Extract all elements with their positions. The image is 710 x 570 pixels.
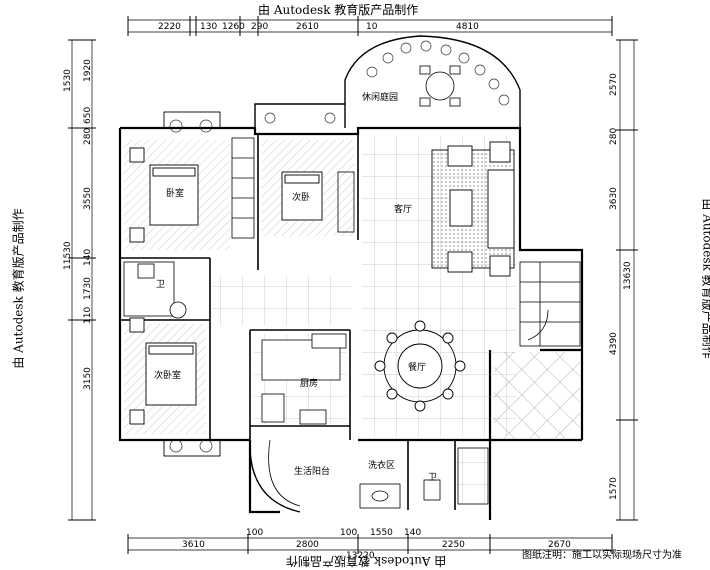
watermark-bottom: 由 Autodesk 教育版产品制作 [286, 554, 447, 568]
dim-left-3: 3550 [83, 187, 93, 210]
dim-bottom-8: 140 [404, 528, 421, 538]
stair-landing [494, 352, 580, 438]
room-label-leisure-garden: 休闲庭园 [362, 91, 398, 103]
dim-right-4: 4390 [609, 332, 619, 355]
garden-table [419, 65, 461, 107]
watermark-top: 由 Autodesk 教育版产品制作 [258, 3, 419, 17]
room-label-living: 客厅 [394, 203, 412, 215]
room-label-laundry: 洗衣区 [368, 459, 395, 471]
stair [519, 261, 581, 347]
dim-right-3: 3630 [609, 187, 619, 210]
room-label-bath2: 卫 [428, 473, 437, 483]
dim-right-2: 280 [609, 128, 619, 145]
dining-table [374, 320, 466, 412]
dim-top-1: 2220 [158, 22, 181, 32]
room-label-living-balcony: 生活阳台 [294, 465, 330, 477]
room-label-dining: 餐厅 [408, 361, 426, 373]
dim-left-1: 650 [83, 107, 93, 124]
sofa-set [431, 141, 515, 277]
beds [129, 147, 323, 425]
dim-left-outer-2: 11530 [63, 241, 73, 270]
dim-bottom-4: 2670 [548, 540, 571, 550]
dim-left-outer-1: 1530 [63, 69, 73, 92]
dim-bottom-3: 2250 [442, 540, 465, 550]
window-bays [163, 111, 221, 457]
dim-left-5: 1730 [83, 277, 93, 300]
dim-top-5: 2610 [296, 22, 319, 32]
dim-top-3: 1260 [222, 22, 245, 32]
dim-bottom-6: 100 [340, 528, 357, 538]
dim-top-4: 290 [251, 22, 268, 32]
room-label-bath1: 卫 [156, 280, 165, 290]
room-label-bedroom3: 次卧室 [154, 369, 181, 381]
bathroom-fixtures [123, 261, 489, 509]
garden [249, 35, 521, 513]
watermark-right: 由 Autodesk 教育版产品制作 [700, 198, 710, 359]
dim-bottom-7: 1550 [370, 528, 393, 538]
dim-bottom-5: 100 [246, 528, 263, 538]
dim-left-2: 280 [83, 128, 93, 145]
dim-top-7: 4810 [456, 22, 479, 32]
garden-plants [169, 40, 510, 453]
watermark-left: 由 Autodesk 教育版产品制作 [11, 208, 26, 369]
wardrobes [231, 137, 355, 239]
dim-bottom-1: 3610 [182, 540, 205, 550]
dim-bottom-2: 2800 [296, 540, 319, 550]
corridor-floor [212, 276, 352, 326]
dimension-lines [68, 16, 638, 554]
drawing-note: 图纸注明：施工以实际现场尺寸为准 [522, 550, 682, 561]
dim-left-4: 140 [83, 249, 93, 266]
room-label-bedroom1: 卧室 [166, 187, 184, 199]
dim-top-2: 130 [200, 22, 217, 32]
dim-right-1: 2570 [609, 73, 619, 96]
dim-right-total: 13630 [623, 261, 633, 290]
dim-top-6: 10 [366, 22, 378, 32]
dim-left-6: 110 [83, 307, 93, 324]
dim-left-7: 3150 [83, 367, 93, 390]
kitchen-fixtures [261, 333, 347, 425]
dim-right-5: 1570 [609, 477, 619, 500]
dim-bottom-total: 13220 [346, 551, 375, 561]
room-label-bedroom2: 次卧 [292, 191, 310, 203]
room-label-kitchen: 厨房 [300, 377, 318, 389]
dim-left-top: 1920 [83, 59, 93, 82]
